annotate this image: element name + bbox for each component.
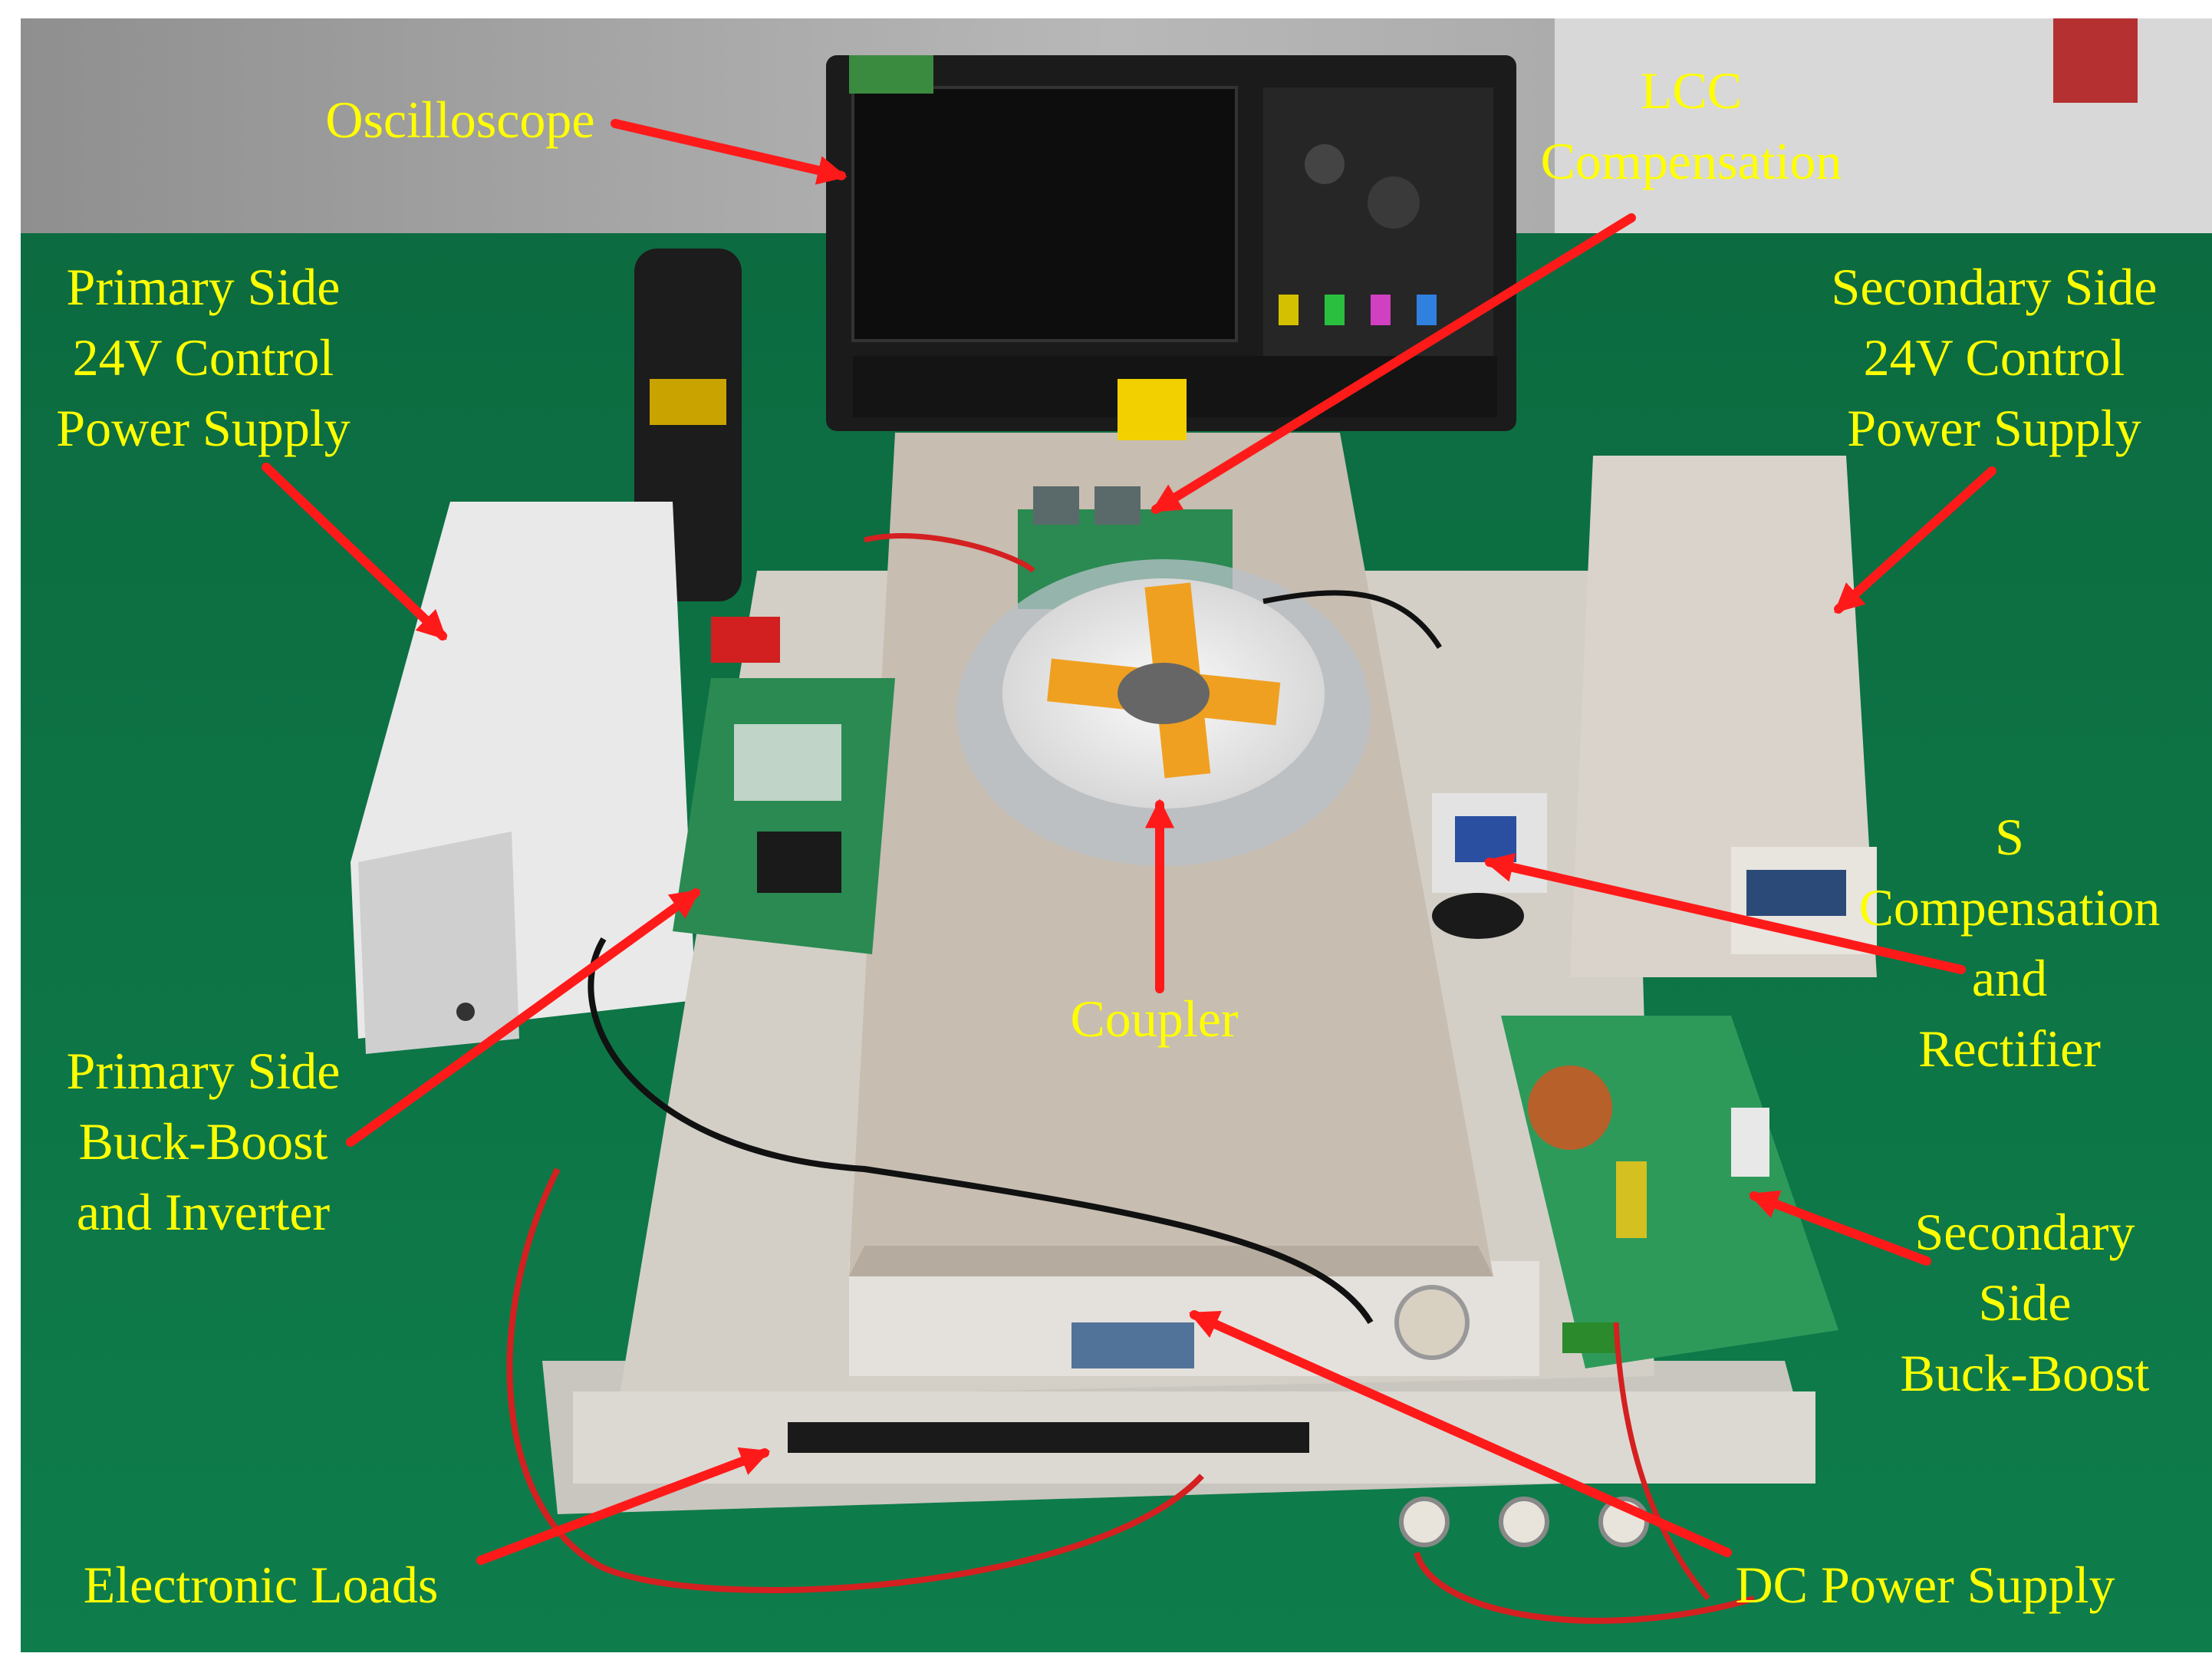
label-lcc-compensation: LCC Compensation [1450, 55, 1933, 196]
annotation-arrows [262, 119, 1996, 1565]
label-secondary-buck-boost-line-3: Buck-Boost [1900, 1344, 2150, 1402]
cables [506, 533, 1756, 1624]
label-secondary-control-supply-line-1: Secondary Side [1831, 258, 2158, 316]
label-secondary-buck-boost-line-2: Side [1978, 1273, 2072, 1332]
label-coupler-line-1: Coupler [1070, 990, 1239, 1048]
secondary-buck-boost-board [1501, 1016, 1838, 1368]
coupler-coil [956, 559, 1371, 866]
arrow-lcc-compensation [1150, 213, 1636, 514]
arrow-dc-power-supply [1188, 1310, 1732, 1557]
label-dc-power-supply-line-1: DC Power Supply [1735, 1556, 2115, 1614]
arrow-oscilloscope [611, 119, 848, 185]
label-lcc-compensation-line-1: LCC [1640, 61, 1743, 120]
arrow-primary-control-supply [262, 463, 447, 641]
label-primary-control-supply-line-3: Power Supply [56, 399, 351, 457]
label-lcc-compensation-line-2: Compensation [1540, 132, 1842, 190]
secondary-control-power-supply-unit [1570, 456, 1877, 977]
label-primary-buck-boost-inverter-line-1: Primary Side [66, 1042, 341, 1100]
arrow-s-compensation [1483, 853, 1966, 974]
label-s-compensation-rectifier-line-4: Rectifier [1918, 1019, 2101, 1078]
label-secondary-buck-boost-line-1: Secondary [1914, 1203, 2135, 1261]
label-s-compensation-rectifier-line-3: and [1971, 949, 2048, 1007]
label-electronic-loads: Electronic Loads [31, 1550, 491, 1620]
primary-buck-boost-board [673, 617, 895, 954]
oscilloscope [826, 55, 1516, 431]
label-coupler: Coupler [997, 983, 1312, 1054]
label-secondary-control-supply-line-3: Power Supply [1847, 399, 2141, 457]
label-s-compensation-rectifier-line-2: Compensation [1858, 878, 2161, 937]
label-primary-control-supply-line-1: Primary Side [66, 258, 341, 316]
arrow-secondary-control-supply [1834, 466, 1996, 614]
arrow-primary-buck-boost [346, 888, 701, 1147]
label-oscilloscope: Oscilloscope [230, 84, 690, 155]
label-primary-buck-boost-inverter-line-3: and Inverter [76, 1183, 331, 1241]
label-dc-power-supply: DC Power Supply [1672, 1550, 2178, 1620]
label-primary-control-supply-line-2: 24V Control [72, 328, 334, 387]
label-electronic-loads-line-1: Electronic Loads [83, 1556, 439, 1614]
lab-setup-photo [21, 18, 2212, 1652]
label-s-compensation-rectifier-line-1: S [1995, 808, 2024, 866]
arrow-secondary-buck-boost [1748, 1190, 1931, 1266]
label-secondary-control-supply-line-2: 24V Control [1863, 328, 2125, 387]
label-primary-buck-boost-inverter-line-2: Buck-Boost [78, 1112, 328, 1171]
arrow-electronic-loads [476, 1447, 771, 1565]
label-oscilloscope-line-1: Oscilloscope [325, 91, 595, 149]
red-sign [2053, 18, 2138, 103]
